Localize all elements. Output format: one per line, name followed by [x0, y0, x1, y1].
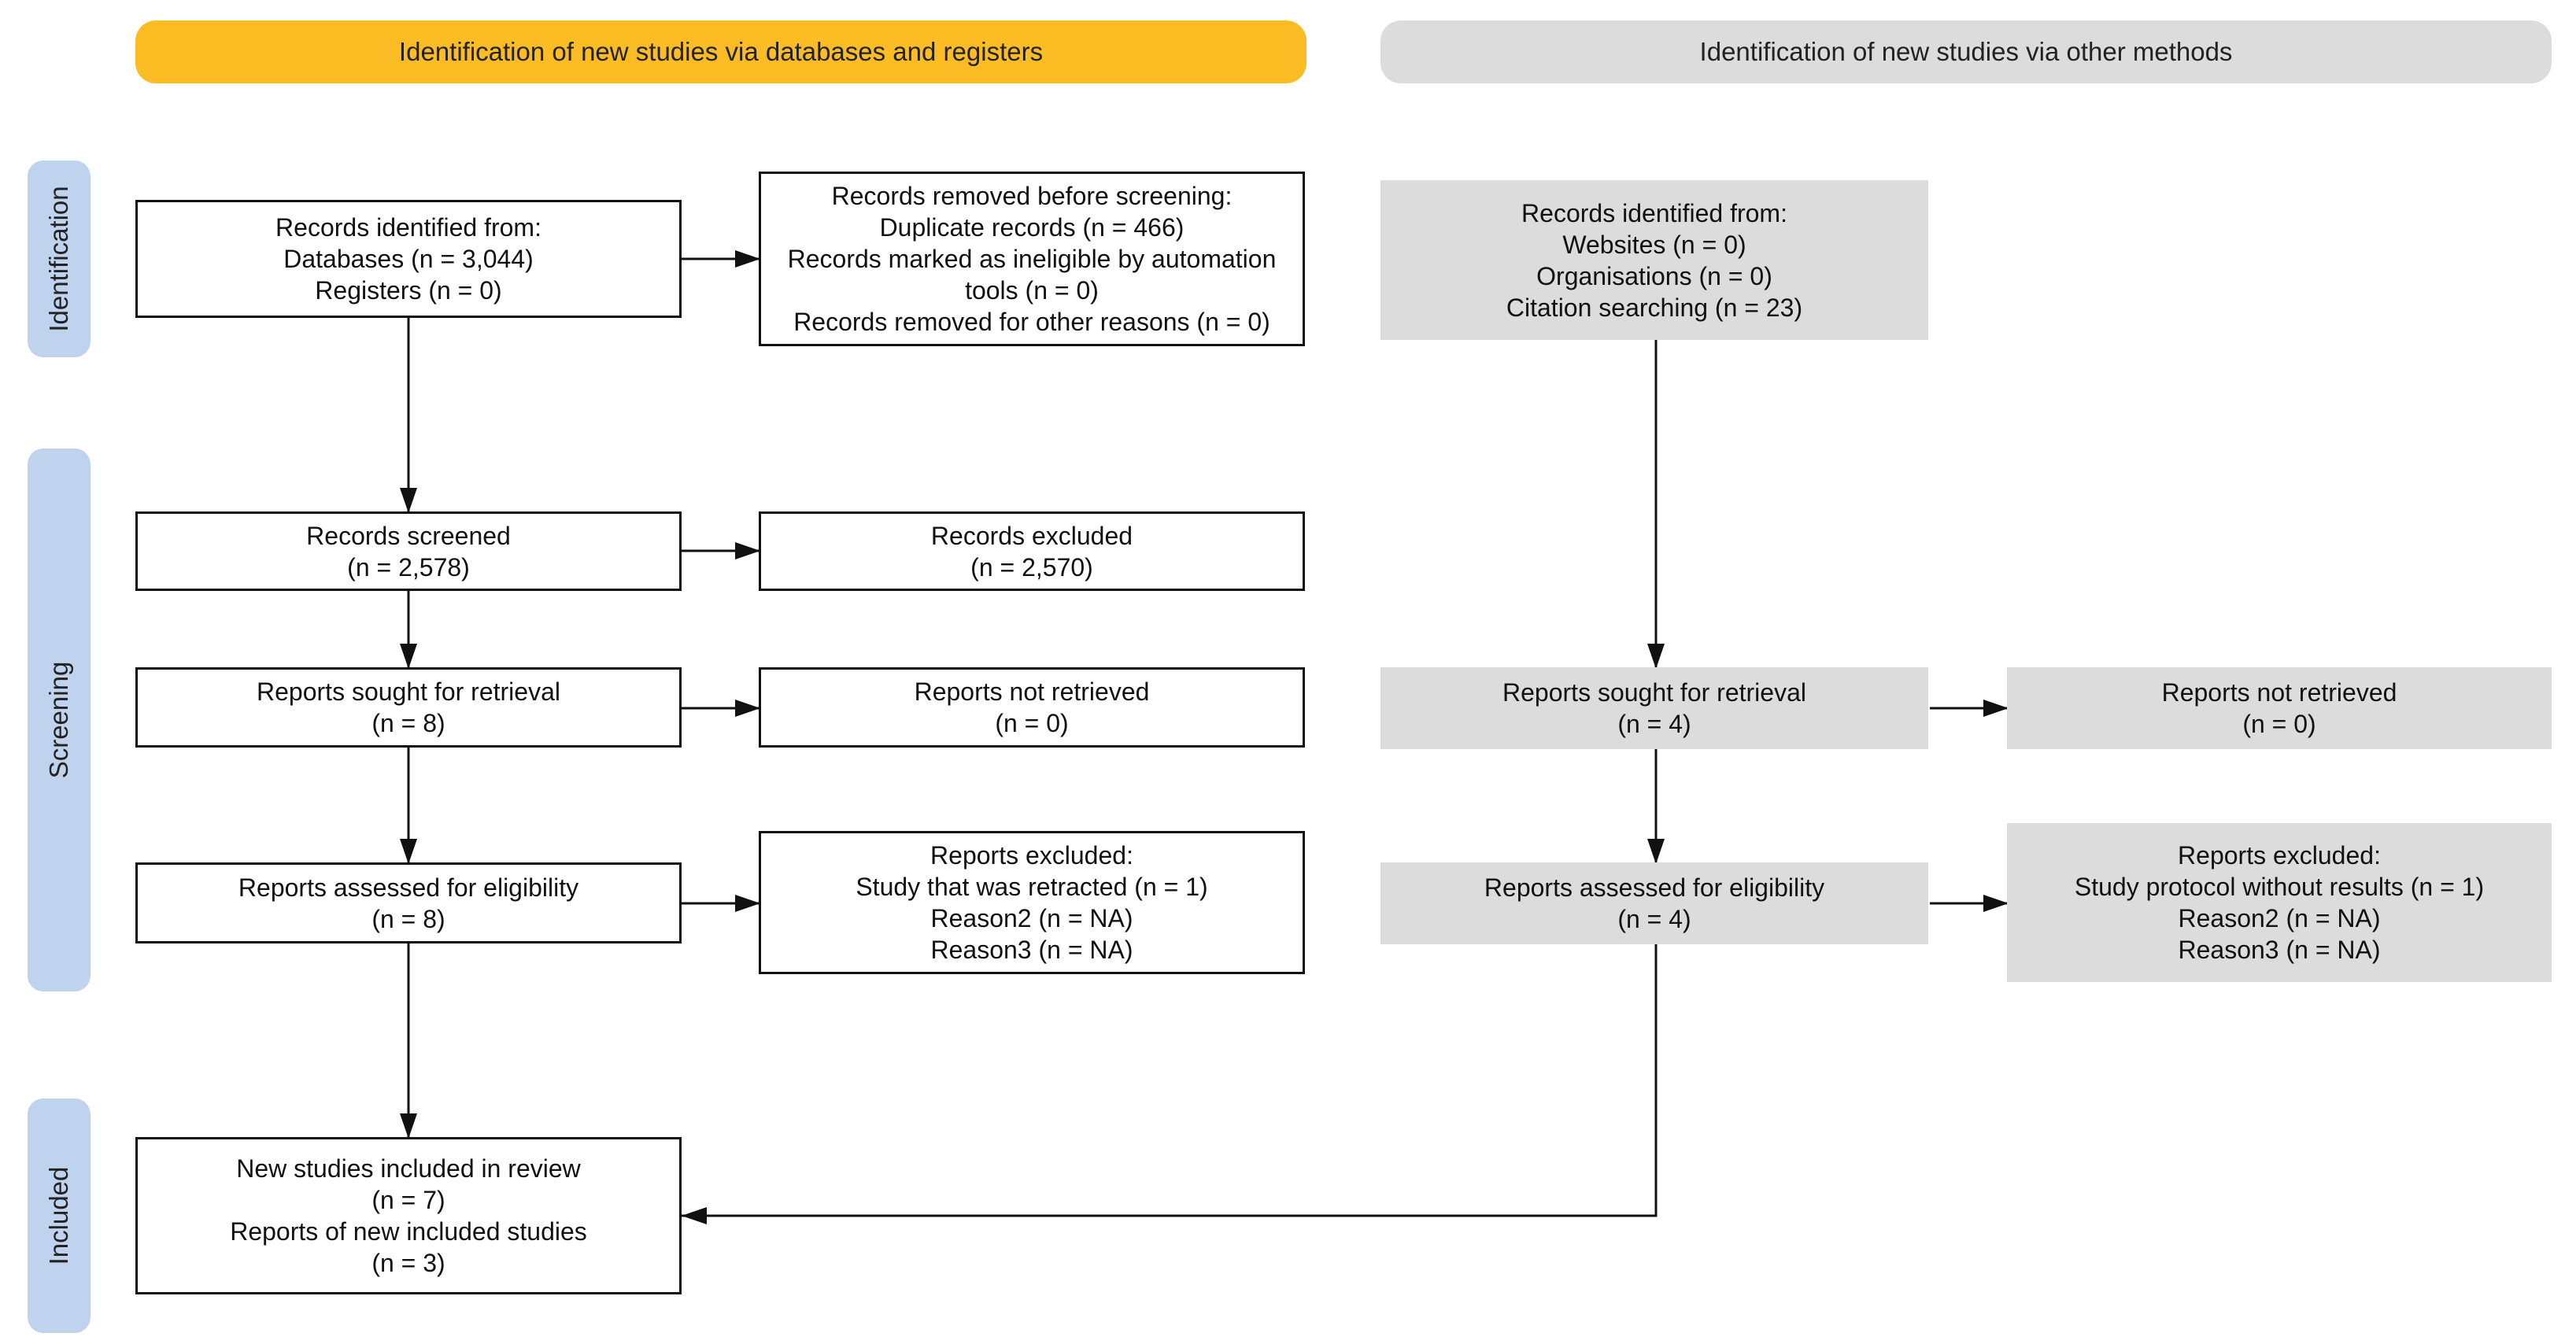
phase-identification: Identification: [28, 161, 91, 357]
other-reports-excluded-line: Reason3 (n = NA): [2178, 936, 2381, 964]
db-reports-not-retrieved-box: Reports not retrieved (n = 0): [759, 667, 1305, 748]
db-studies-included-line: (n = 3): [371, 1249, 445, 1277]
db-reports-sought-line: Reports sought for retrieval: [257, 678, 560, 706]
db-records-removed-line: Records marked as ineligible by automati…: [787, 245, 1277, 273]
other-reports-excluded-line: Reports excluded:: [2178, 841, 2381, 870]
other-records-identified-line: Organisations (n = 0): [1536, 261, 1772, 290]
db-reports-excluded-line: Reason2 (n = NA): [930, 904, 1133, 932]
db-studies-included-line: (n = 7): [371, 1186, 445, 1214]
db-reports-sought-box: Reports sought for retrieval (n = 8): [135, 667, 682, 748]
header-other-methods-label: Identification of new studies via other …: [1699, 37, 2233, 66]
other-records-identified-line: Citation searching (n = 23): [1506, 293, 1803, 322]
other-records-identified-box: Records identified from: Websites (n = 0…: [1380, 180, 1928, 340]
db-studies-included-box: New studies included in review (n = 7) R…: [135, 1137, 682, 1294]
other-reports-assessed-line: Reports assessed for eligibility: [1484, 873, 1825, 902]
db-records-identified-line: Records identified from:: [275, 213, 541, 242]
other-reports-assessed-line: (n = 4): [1617, 905, 1691, 933]
db-records-identified-box: Records identified from: Databases (n = …: [135, 200, 682, 318]
db-reports-sought-line: (n = 8): [371, 709, 445, 737]
header-other-methods: Identification of new studies via other …: [1380, 20, 2552, 83]
db-reports-assessed-line: (n = 8): [371, 904, 445, 933]
db-reports-assessed-line: Reports assessed for eligibility: [238, 873, 579, 902]
other-reports-sought-line: (n = 4): [1617, 710, 1691, 738]
phase-included: Included: [28, 1098, 91, 1333]
db-records-removed-line: tools (n = 0): [965, 276, 1099, 305]
other-reports-excluded-box: Reports excluded: Study protocol without…: [2007, 823, 2552, 982]
db-records-excluded-box: Records excluded (n = 2,570): [759, 511, 1305, 591]
db-reports-not-retrieved-line: Reports not retrieved: [914, 678, 1150, 706]
db-studies-included-line: New studies included in review: [236, 1154, 581, 1183]
db-records-removed-box: Records removed before screening: Duplic…: [759, 172, 1305, 346]
db-records-removed-line: Duplicate records (n = 466): [879, 213, 1185, 242]
db-records-excluded-line: Records excluded: [930, 521, 1133, 550]
db-studies-included-line: Reports of new included studies: [230, 1217, 587, 1246]
other-records-identified-line: Records identified from:: [1521, 198, 1787, 227]
header-databases-label: Identification of new studies via databa…: [398, 37, 1044, 66]
db-reports-excluded-line: Reason3 (n = NA): [930, 936, 1133, 964]
header-databases: Identification of new studies via databa…: [135, 20, 1306, 83]
phase-screening: Screening: [28, 449, 91, 991]
db-reports-excluded-line: Reports excluded:: [930, 841, 1133, 870]
db-records-removed-line: Records removed for other reasons (n = 0…: [793, 308, 1270, 336]
db-records-excluded-line: (n = 2,570): [970, 552, 1093, 582]
db-reports-assessed-box: Reports assessed for eligibility (n = 8): [135, 862, 682, 943]
db-records-removed-line: Records removed before screening:: [831, 182, 1233, 210]
db-reports-excluded-line: Study that was retracted (n = 1): [856, 873, 1208, 901]
db-reports-excluded-box: Reports excluded: Study that was retract…: [759, 831, 1305, 974]
other-reports-sought-box: Reports sought for retrieval (n = 4): [1380, 667, 1928, 749]
other-reports-assessed-box: Reports assessed for eligibility (n = 4): [1380, 862, 1928, 944]
arrow-other-assessed-to-included: [682, 944, 1658, 1224]
other-reports-excluded-line: Study protocol without results (n = 1): [2074, 873, 2485, 901]
other-reports-not-retrieved-line: (n = 0): [2242, 710, 2316, 738]
other-reports-not-retrieved-line: Reports not retrieved: [2161, 678, 2397, 707]
db-records-screened-line: Records screened: [306, 521, 511, 550]
other-records-identified-line: Websites (n = 0): [1562, 230, 1746, 259]
db-records-screened-box: Records screened (n = 2,578): [135, 511, 682, 591]
db-records-identified-line: Databases (n = 3,044): [283, 245, 534, 273]
other-reports-sought-line: Reports sought for retrieval: [1502, 678, 1806, 707]
db-reports-not-retrieved-line: (n = 0): [995, 709, 1069, 737]
other-reports-excluded-line: Reason2 (n = NA): [2178, 904, 2381, 932]
db-records-identified-line: Registers (n = 0): [315, 276, 502, 305]
other-reports-not-retrieved-box: Reports not retrieved (n = 0): [2007, 667, 2552, 749]
db-records-screened-line: (n = 2,578): [347, 552, 470, 582]
